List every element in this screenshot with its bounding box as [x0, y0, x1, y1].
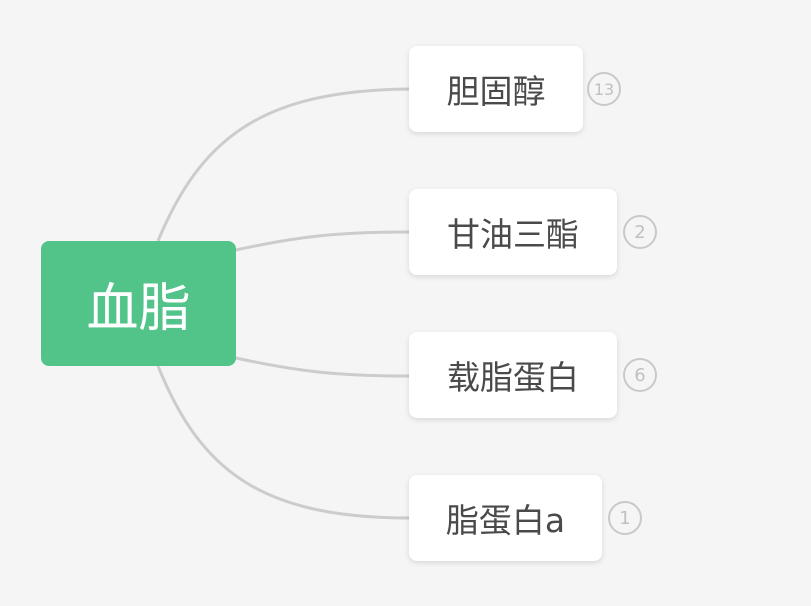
connector-line [156, 365, 411, 520]
child-count-badge[interactable]: 1 [608, 501, 642, 535]
topic-label: 胆固醇 [446, 72, 546, 111]
child-count-badge[interactable]: 13 [587, 72, 621, 106]
connector-line [156, 87, 411, 242]
root-topic-node[interactable]: 血脂 [41, 241, 236, 366]
root-topic-label: 血脂 [86, 279, 191, 339]
child-count-badge[interactable]: 2 [623, 215, 657, 249]
topic-node-triglyceride[interactable]: 甘油三酯 [409, 189, 617, 275]
child-count-badge[interactable]: 6 [623, 358, 657, 392]
connector-line [235, 230, 411, 252]
topic-node-apolipoprotein[interactable]: 载脂蛋白 [409, 332, 617, 418]
topic-label: 甘油三酯 [447, 215, 579, 254]
topic-node-cholesterol[interactable]: 胆固醇 [409, 46, 583, 132]
connector-line [235, 356, 411, 378]
topic-label: 载脂蛋白 [447, 358, 579, 397]
topic-label: 脂蛋白a [445, 501, 566, 540]
topic-node-lipoprotein-a[interactable]: 脂蛋白a [409, 475, 602, 561]
